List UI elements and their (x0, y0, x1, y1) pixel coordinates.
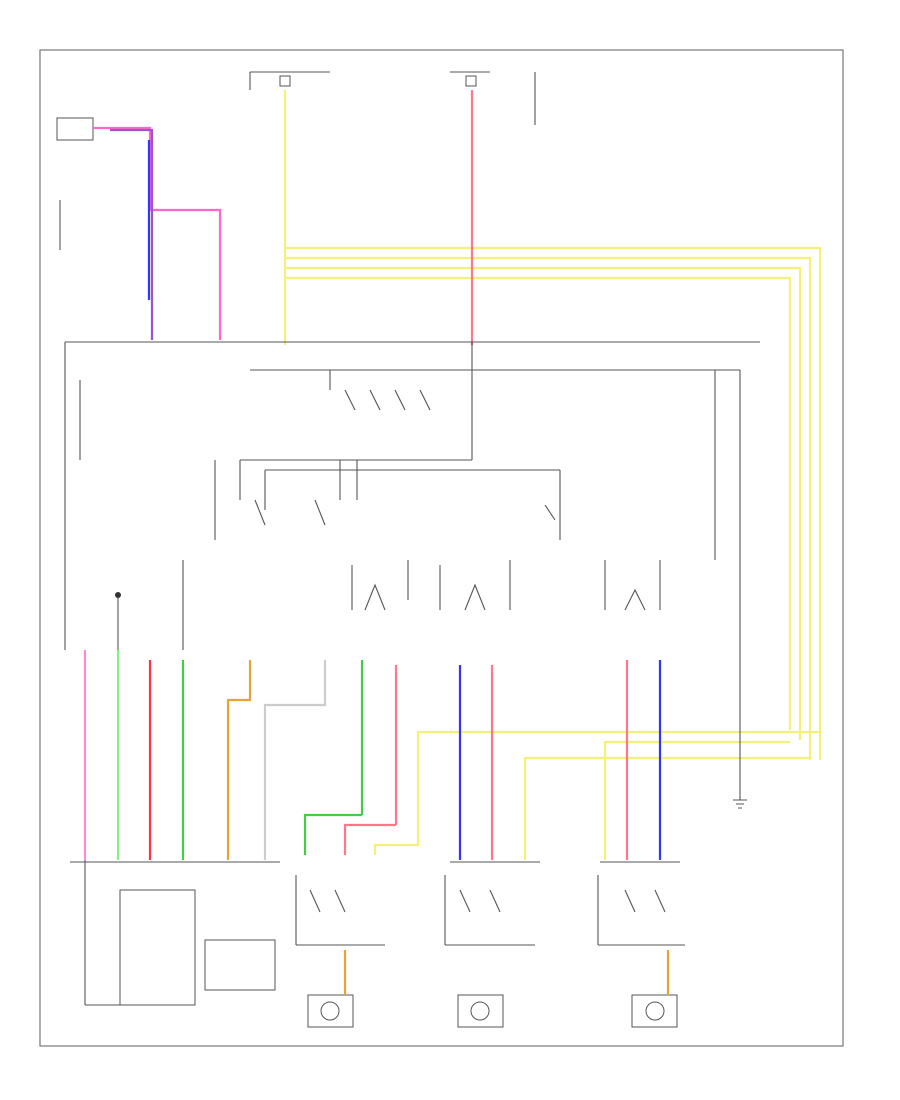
window-switch-unit-3 (604, 560, 661, 611)
wire-green-cross (303, 813, 362, 855)
wire-red-cross (343, 823, 396, 855)
window-switch-unit-2 (439, 560, 511, 611)
wire-yellow-cross-1 (373, 730, 820, 855)
switch-box-3 (597, 875, 685, 946)
window-switch-unit-1 (351, 560, 409, 611)
wire-orange (226, 660, 252, 860)
control-module-left (84, 860, 276, 1006)
motor-2 (457, 994, 504, 1028)
power-source-left (249, 71, 330, 90)
power-source-right (450, 71, 536, 125)
ground-right (733, 660, 747, 809)
switch-box-2 (444, 875, 535, 946)
connector-box-top-left (56, 117, 94, 141)
switch-box-1 (295, 875, 385, 946)
wire-yellow-bus (285, 246, 822, 760)
motor-3 (631, 950, 678, 1028)
wire-gray (263, 660, 327, 860)
wire-pink-top (93, 126, 222, 340)
diagram-frame (39, 49, 844, 1047)
relay-bus (214, 459, 561, 540)
switch-array (250, 342, 741, 660)
wire-yellow-cross-2 (523, 756, 810, 860)
wire-purple-top (110, 128, 154, 340)
motor-1 (307, 950, 354, 1028)
wire-yellow-cross-3 (603, 740, 790, 860)
